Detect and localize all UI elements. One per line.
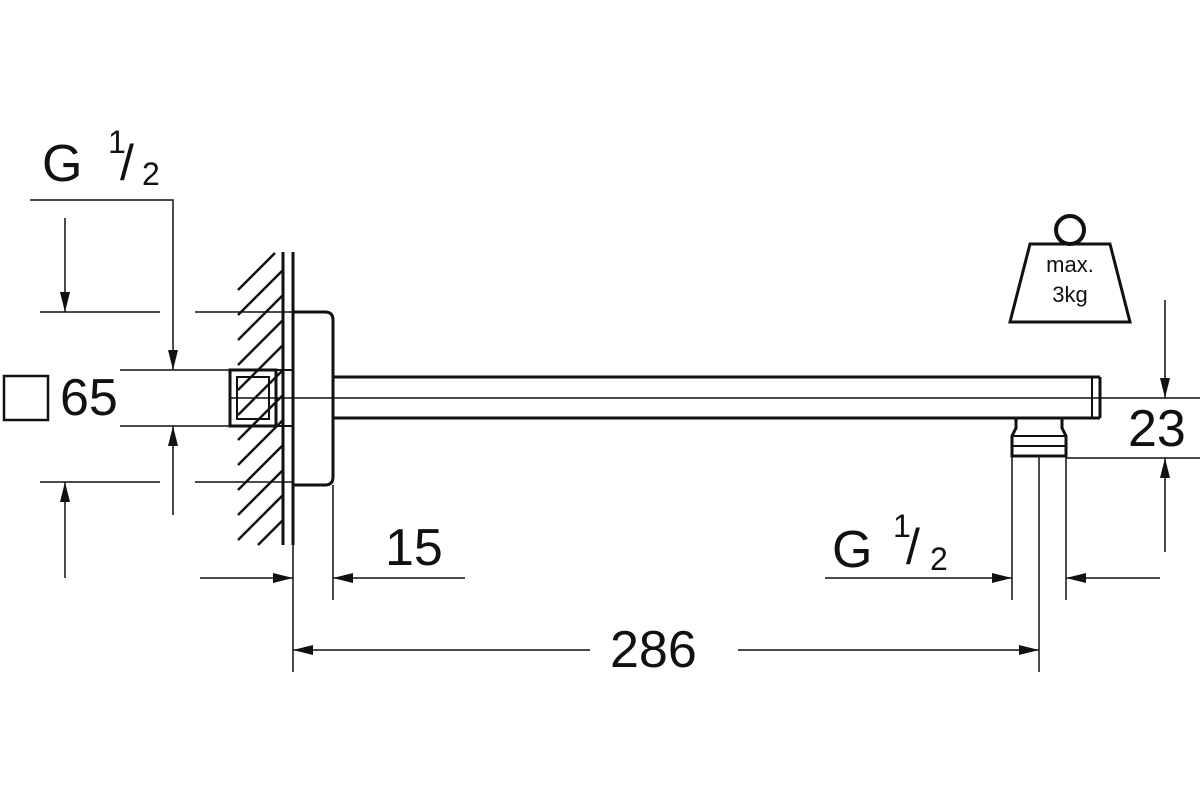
flange-depth-label: 15 [385,519,443,577]
outlet-fitting [1010,418,1068,458]
square-symbol-icon [2,374,50,422]
dim-thread-top [30,199,230,515]
dim-height-23 [1066,300,1200,552]
weight-icon [1008,214,1132,324]
dim-thread-bottom [825,456,1160,600]
outlet-height-label: 23 [1128,400,1186,458]
arm-length-label: 286 [610,621,697,679]
dim-square-65 [40,218,293,578]
weight-label-line2: 3kg [1052,282,1088,307]
weight-label-line1: max. [1046,252,1094,277]
square-size-label: 65 [60,369,118,427]
wall-hatching [237,252,285,546]
dim-length-286 [293,456,1040,672]
